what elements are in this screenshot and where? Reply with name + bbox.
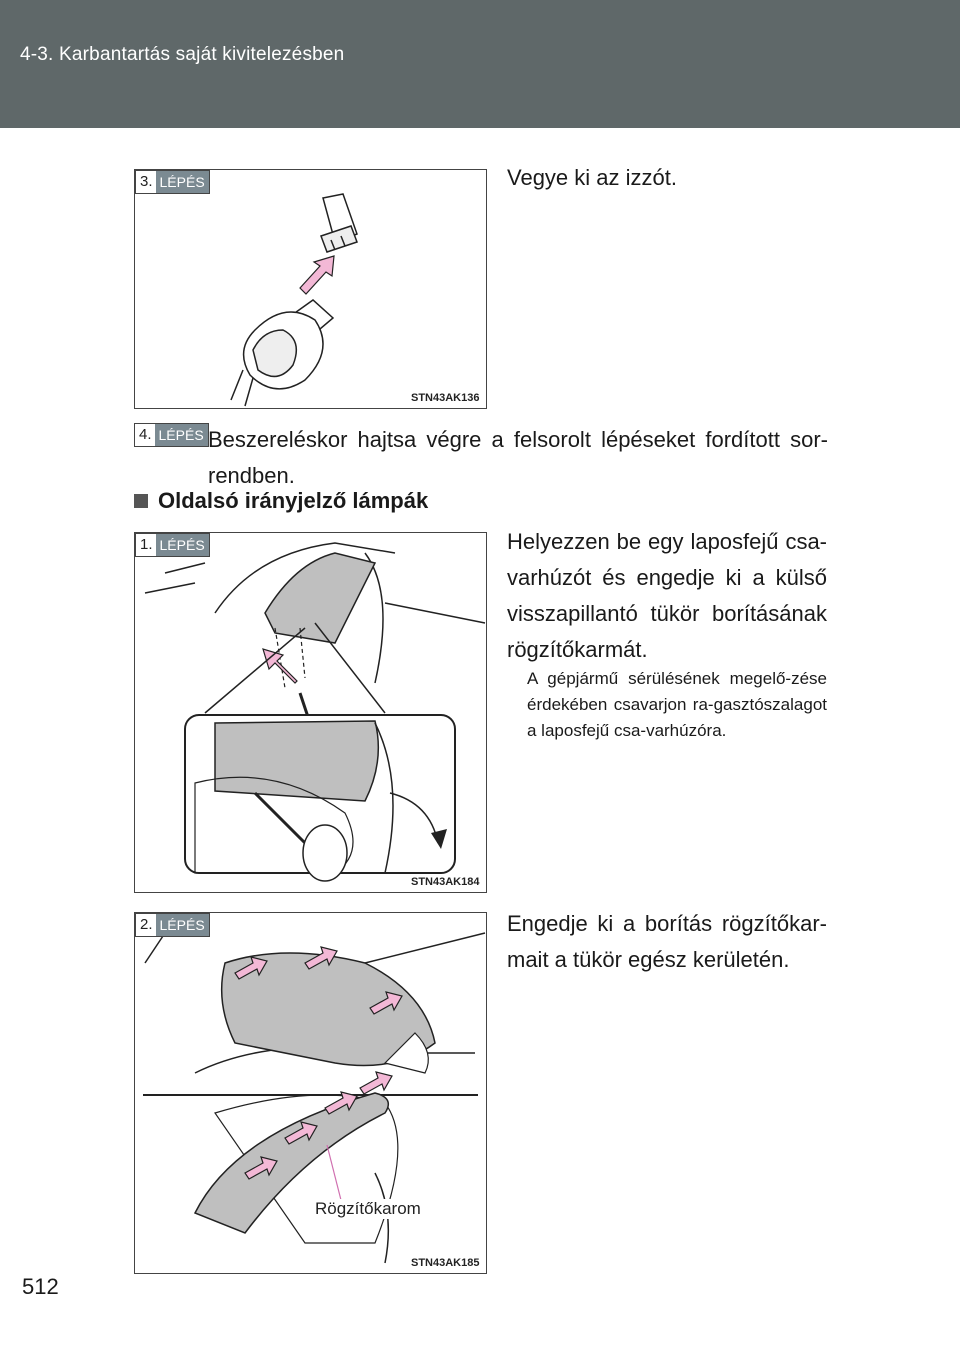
figure-step-1: 1. LÉPÉS STN43AK184 [134,532,487,893]
step-number: 1. [140,536,153,553]
step-badge-4: 4. LÉPÉS [134,423,209,447]
step-badge-3: 3. LÉPÉS [135,170,210,194]
page-number: 512 [22,1274,59,1299]
step-1-note: A gépjármű sérülésének megelő-zése érdek… [527,669,827,740]
step-word: LÉPÉS [155,534,209,556]
step-number: 4. [139,426,152,443]
release-arrow-icon [234,956,268,980]
step-word: LÉPÉS [155,914,209,936]
section-title: 4-3. Karbantartás saját kivitelezésben [20,44,345,65]
square-bullet-icon [134,494,148,508]
step-2-text: Engedje ki a borítás rögzítőkar-mait a t… [507,911,827,972]
figure-code: STN43AK185 [411,1257,480,1269]
step-word: LÉPÉS [155,171,209,193]
release-arrow-icon [244,1156,278,1180]
release-arrow-icon [284,1121,318,1145]
figure-step-2: 2. LÉPÉS Rögzítőkarom STN43AK185 [134,912,487,1274]
step-number: 3. [140,173,153,190]
step-4-text: Beszereléskor hajtsa végre a felsorolt l… [208,427,828,488]
release-arrow-icon [304,946,338,970]
figure-code: STN43AK184 [411,876,480,888]
step-word: LÉPÉS [154,424,208,446]
figure-step-3: 3. LÉPÉS STN43AK136 [134,169,487,409]
step-badge-2: 2. LÉPÉS [135,913,210,937]
header-bar: 4-3. Karbantartás saját kivitelezésben [0,0,960,128]
mirror-claws-illustration [143,932,486,1264]
release-arrow-icon [324,1091,358,1115]
section-heading: Oldalsó irányjelző lámpák [134,488,428,514]
bulb-removal-illustration [230,193,358,407]
step-1-text: Helyezzen be egy laposfejű csa-varhúzót … [507,529,827,662]
section-heading-text: Oldalsó irányjelző lámpák [158,488,429,513]
claw-callout-label: Rögzítőkarom [313,1199,423,1219]
step-number: 2. [140,916,153,933]
step-3-text: Vegye ki az izzót. [507,165,677,190]
step-badge-1: 1. LÉPÉS [135,533,210,557]
figure-code: STN43AK136 [411,392,480,404]
release-arrow-icon [369,991,403,1015]
release-arrow-icon [359,1071,393,1095]
mirror-pry-illustration [144,542,486,882]
